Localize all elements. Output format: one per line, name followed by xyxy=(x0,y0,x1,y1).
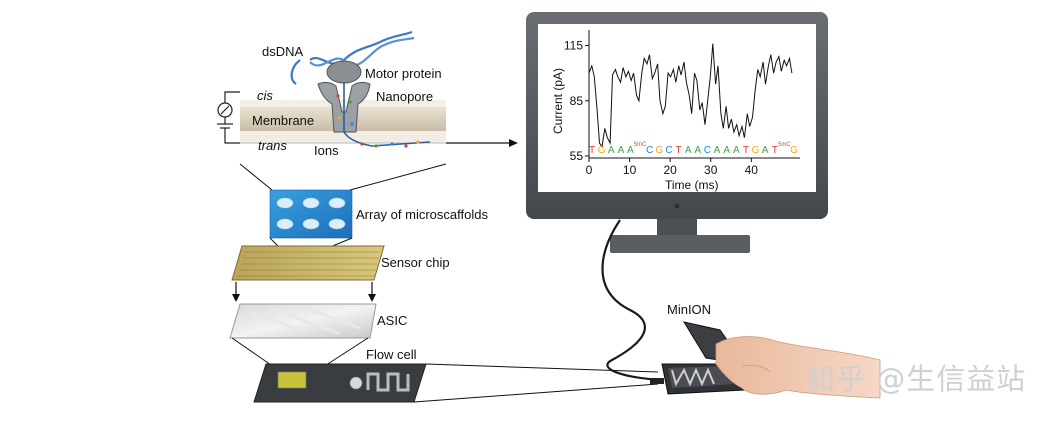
hand xyxy=(715,336,881,399)
base-call-letter: A xyxy=(627,145,634,156)
base-call-letter: A xyxy=(685,145,692,156)
x-axis-label: Time (ms) xyxy=(665,178,719,192)
sensor-chip: Sensor chip xyxy=(231,245,450,302)
label-dsdna: dsDNA xyxy=(262,44,304,59)
monitor xyxy=(526,12,828,253)
label-membrane: Membrane xyxy=(252,113,314,128)
y-tick-label: 85 xyxy=(570,94,584,108)
ions xyxy=(336,94,420,148)
label-asic: ASIC xyxy=(377,313,407,328)
base-call-letter: T xyxy=(772,145,778,156)
current-trace-line xyxy=(588,43,793,149)
base-call-letter: A xyxy=(723,145,730,156)
x-tick-label: 40 xyxy=(745,163,759,177)
membrane-panel: dsDNA Motor protein cis Nanopore Membran… xyxy=(217,30,518,191)
base-call-letter: G xyxy=(752,145,760,156)
base-call-letter: G xyxy=(655,145,663,156)
x-tick-label: 20 xyxy=(663,163,677,177)
base-call-letter: G xyxy=(790,145,798,156)
y-axis-label: Current (pA) xyxy=(551,68,565,134)
base-call-letter: 5mC xyxy=(634,142,647,148)
label-motor-protein: Motor protein xyxy=(365,66,442,81)
label-trans: trans xyxy=(258,138,287,153)
arrow-to-monitor xyxy=(446,139,518,147)
base-call-letter: T xyxy=(589,145,595,156)
label-nanopore: Nanopore xyxy=(376,89,433,104)
x-tick-label: 0 xyxy=(586,163,593,177)
base-call-letter: C xyxy=(646,145,653,156)
base-call-letter: A xyxy=(608,145,615,156)
y-tick-label: 115 xyxy=(564,39,583,53)
base-call-letter: 5mC xyxy=(778,142,791,148)
label-flow-cell: Flow cell xyxy=(366,347,417,362)
motor-protein xyxy=(326,60,362,84)
base-call-letter: A xyxy=(714,145,721,156)
microscaffold-array: Array of microscaffolds xyxy=(269,189,488,253)
y-tick-label: 55 xyxy=(570,149,584,163)
x-tick-label: 30 xyxy=(704,163,718,177)
label-minion: MinION xyxy=(667,302,711,317)
base-call-letter: A xyxy=(618,145,625,156)
flow-cell: Flow cell xyxy=(253,347,659,403)
label-array: Array of microscaffolds xyxy=(356,207,488,222)
base-call-letter: A xyxy=(694,145,701,156)
base-call-letter: C xyxy=(665,145,672,156)
asic-chip: ASIC xyxy=(229,303,407,379)
dsdna-helix xyxy=(290,30,415,85)
ssdna-strand xyxy=(343,82,431,147)
base-call-letter: A xyxy=(733,145,740,156)
watermark: 知乎 @生信益站 xyxy=(806,362,1027,396)
base-call-letter: T xyxy=(743,145,749,156)
x-tick-label: 10 xyxy=(623,163,637,177)
label-sensor-chip: Sensor chip xyxy=(381,255,450,270)
ammeter-circuit xyxy=(217,91,240,144)
label-cis: cis xyxy=(257,88,273,103)
nanopore xyxy=(317,81,371,133)
label-ions: Ions xyxy=(314,143,339,158)
base-call-letter: A xyxy=(762,145,769,156)
base-call-letter: C xyxy=(704,145,711,156)
usb-cable xyxy=(601,219,661,382)
base-call-letter: T xyxy=(676,145,682,156)
base-call-letter: G xyxy=(598,145,606,156)
